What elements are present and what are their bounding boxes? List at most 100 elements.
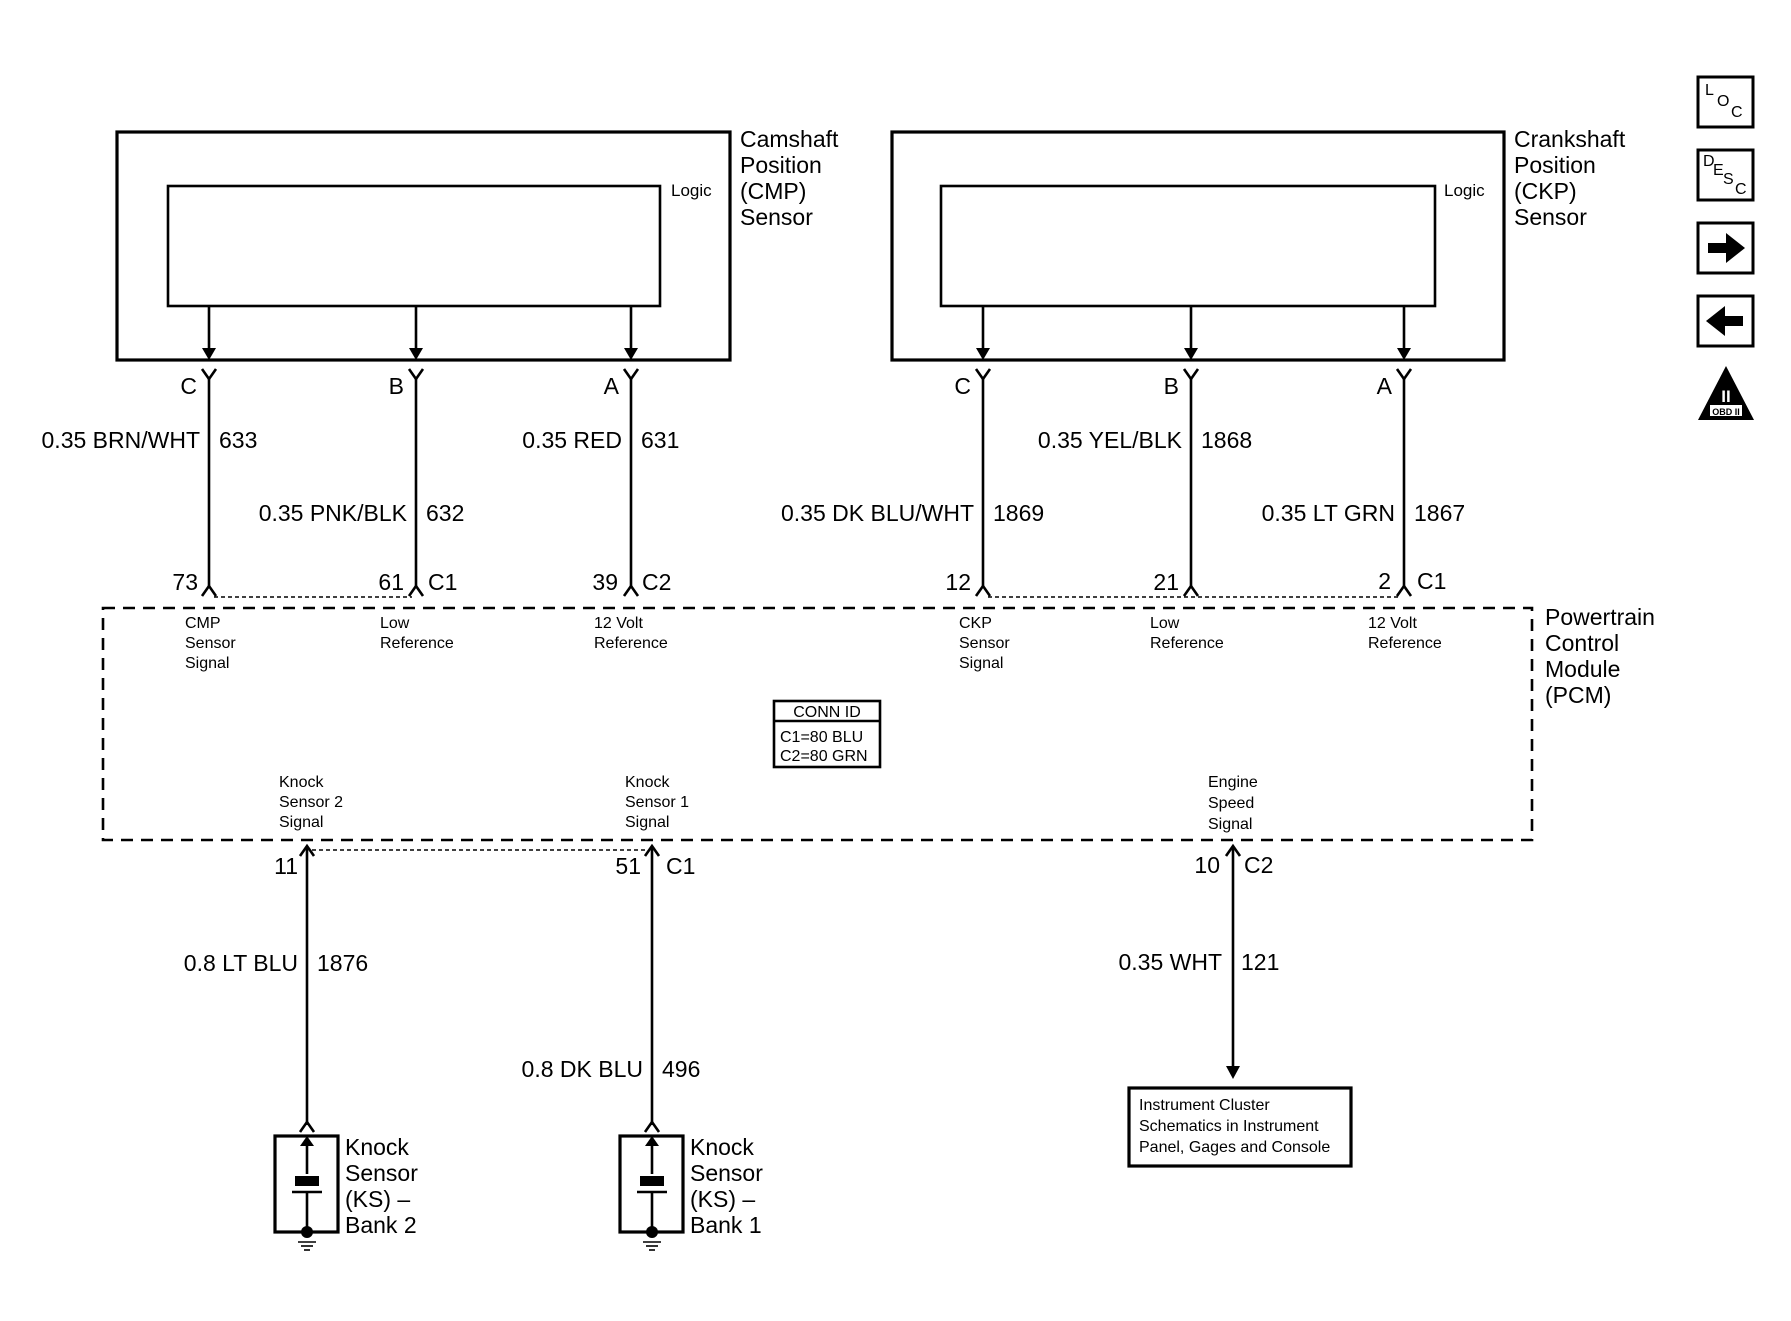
ckp-sensor-name-3: (CKP) bbox=[1514, 178, 1577, 204]
knock-sensor-1-name-2: Sensor bbox=[690, 1160, 763, 1186]
pcm-func-ckp-12v-1: 12 Volt bbox=[1368, 615, 1417, 632]
knock-sensor-2-name-3: (KS) – bbox=[345, 1186, 410, 1212]
wire-496-pcm-pin: 51 bbox=[615, 853, 641, 879]
pcm-outline bbox=[101, 606, 1534, 842]
wire-121-pcm-pin: 10 bbox=[1194, 852, 1220, 878]
arrow-right-icon bbox=[1708, 233, 1745, 263]
pcm-func-speed-3: Signal bbox=[1208, 816, 1252, 833]
pcm-name-4: (PCM) bbox=[1545, 682, 1611, 708]
wire-1868-circuit: 1868 bbox=[1201, 427, 1252, 453]
wire-632-pcm-pin: 61 bbox=[378, 569, 404, 595]
wire-633-circuit: 633 bbox=[219, 427, 257, 453]
wire-631-pcm-pin: 39 bbox=[592, 569, 618, 595]
wire-1867-pcm-pin: 2 bbox=[1378, 568, 1391, 594]
instrument-cluster-line-3: Panel, Gages and Console bbox=[1139, 1139, 1330, 1156]
pcm-func-ckp-low-2: Reference bbox=[1150, 635, 1224, 652]
wire-121[interactable]: 10 C2 0.35 WHT 121 bbox=[1118, 843, 1279, 1079]
pcm-name-2: Control bbox=[1545, 630, 1619, 656]
arrow-left-icon bbox=[1706, 306, 1743, 336]
wire-1876-circuit: 1876 bbox=[317, 950, 368, 976]
wire-1867-pin: A bbox=[1377, 373, 1393, 399]
pcm-func-ckp-2: Sensor bbox=[959, 635, 1010, 652]
pcm-func-speed-1: Engine bbox=[1208, 774, 1258, 791]
wire-121-gauge: 0.35 WHT bbox=[1118, 949, 1222, 975]
description-button[interactable]: D E S C bbox=[1696, 148, 1755, 202]
wire-1869-pcm-pin: 12 bbox=[945, 569, 971, 595]
wire-496-gauge: 0.8 DK BLU bbox=[522, 1056, 643, 1082]
ckp-sensor-name-1: Crankshaft bbox=[1514, 126, 1626, 152]
ckp-logic-label: Logic bbox=[1444, 181, 1485, 200]
previous-page-button[interactable] bbox=[1696, 294, 1755, 348]
knock-sensor-2-name-4: Bank 2 bbox=[345, 1212, 417, 1238]
wire-632-circuit: 632 bbox=[426, 500, 464, 526]
instrument-cluster-line-2: Schematics in Instrument bbox=[1139, 1118, 1319, 1135]
conn-id-box: CONN ID C1=80 BLU C2=80 GRN bbox=[772, 699, 882, 769]
pcm-func-speed-2: Speed bbox=[1208, 795, 1254, 812]
obd-ii-label: OBD II bbox=[1712, 407, 1740, 417]
pcm-func-cmp-12v-2: Reference bbox=[594, 635, 668, 652]
instrument-cluster-line-1: Instrument Cluster bbox=[1139, 1097, 1270, 1114]
instrument-cluster-link[interactable]: Instrument Cluster Schematics in Instrum… bbox=[1127, 1086, 1353, 1168]
wire-632-gauge: 0.35 PNK/BLK bbox=[259, 500, 408, 526]
wire-121-connector: C2 bbox=[1244, 852, 1273, 878]
location-button[interactable]: L O C bbox=[1696, 75, 1755, 129]
wire-1868-pcm-pin: 21 bbox=[1153, 569, 1179, 595]
wire-631-connector: C2 bbox=[642, 569, 671, 595]
description-letter-c: C bbox=[1735, 181, 1747, 198]
wire-1868[interactable]: B 0.35 YEL/BLK 1868 21 bbox=[1038, 368, 1252, 597]
obd-ii-button[interactable]: II OBD II bbox=[1698, 366, 1754, 420]
pcm-func-ks2-3: Signal bbox=[279, 814, 323, 831]
pcm-func-cmp-1: CMP bbox=[185, 615, 221, 632]
pcm-name-3: Module bbox=[1545, 656, 1620, 682]
wire-632-pin: B bbox=[389, 373, 404, 399]
description-letter-s: S bbox=[1723, 171, 1734, 188]
ground-icon bbox=[643, 1226, 661, 1251]
pcm-func-ks1-3: Signal bbox=[625, 814, 669, 831]
cmp-sensor-name-1: Camshaft bbox=[740, 126, 839, 152]
pcm: Powertrain Control Module (PCM) CMP Sens… bbox=[101, 604, 1655, 842]
wire-1868-gauge: 0.35 YEL/BLK bbox=[1038, 427, 1183, 453]
wire-1869[interactable]: C 0.35 DK BLU/WHT 1869 12 bbox=[781, 368, 1044, 597]
ckp-sensor: Logic Crankshaft Position (CKP) Sensor bbox=[890, 126, 1626, 362]
wire-632-connector: C1 bbox=[428, 569, 457, 595]
obd-ii-icon: II OBD II bbox=[1698, 366, 1754, 420]
pcm-func-ks2-1: Knock bbox=[279, 774, 324, 791]
wire-633[interactable]: C 0.35 BRN/WHT 633 73 bbox=[42, 368, 258, 597]
wire-1869-circuit: 1869 bbox=[993, 500, 1044, 526]
wire-631-gauge: 0.35 RED bbox=[522, 427, 622, 453]
cmp-sensor: Logic Camshaft Position (CMP) Sensor bbox=[115, 126, 839, 362]
pcm-func-ks2-2: Sensor 2 bbox=[279, 794, 343, 811]
knock-sensor-2-name-1: Knock bbox=[345, 1134, 409, 1160]
wire-1876-gauge: 0.8 LT BLU bbox=[184, 950, 298, 976]
wire-1869-gauge: 0.35 DK BLU/WHT bbox=[781, 500, 974, 526]
pcm-name-1: Powertrain bbox=[1545, 604, 1655, 630]
cmp-sensor-outline bbox=[115, 130, 732, 362]
wire-1867-connector: C1 bbox=[1417, 568, 1446, 594]
wire-1876[interactable]: 11 0.8 LT BLU 1876 bbox=[184, 843, 368, 1133]
next-page-button[interactable] bbox=[1696, 221, 1755, 275]
location-letter-l: L bbox=[1705, 82, 1714, 99]
pcm-func-cmp-12v-1: 12 Volt bbox=[594, 615, 643, 632]
knock-sensor-2[interactable]: Knock Sensor (KS) – Bank 2 bbox=[273, 1134, 418, 1251]
wire-496-connector: C1 bbox=[666, 853, 695, 879]
conn-id-title: CONN ID bbox=[793, 704, 861, 721]
knock-sensor-1[interactable]: Knock Sensor (KS) – Bank 1 bbox=[618, 1134, 763, 1251]
piezo-element-icon bbox=[637, 1136, 667, 1228]
wire-496-circuit: 496 bbox=[662, 1056, 700, 1082]
location-letter-o: O bbox=[1717, 93, 1729, 110]
wire-631-circuit: 631 bbox=[641, 427, 679, 453]
cmp-logic-label: Logic bbox=[671, 181, 712, 200]
wire-1876-pcm-pin: 11 bbox=[274, 853, 298, 879]
wire-1867-gauge: 0.35 LT GRN bbox=[1262, 500, 1395, 526]
wire-632[interactable]: B 0.35 PNK/BLK 632 61 C1 bbox=[259, 368, 465, 597]
pcm-func-cmp-low-2: Reference bbox=[380, 635, 454, 652]
pcm-func-ckp-12v-2: Reference bbox=[1368, 635, 1442, 652]
wire-633-pcm-pin: 73 bbox=[172, 569, 198, 595]
wire-496[interactable]: 51 C1 0.8 DK BLU 496 bbox=[522, 843, 701, 1133]
ckp-sensor-name-4: Sensor bbox=[1514, 204, 1587, 230]
piezo-element-icon bbox=[292, 1136, 322, 1228]
cmp-sensor-name-3: (CMP) bbox=[740, 178, 806, 204]
wire-631[interactable]: A 0.35 RED 631 39 C2 bbox=[522, 368, 679, 597]
wire-1867[interactable]: A 0.35 LT GRN 1867 2 C1 bbox=[1262, 368, 1466, 597]
obd-ii-numeral: II bbox=[1721, 387, 1730, 406]
